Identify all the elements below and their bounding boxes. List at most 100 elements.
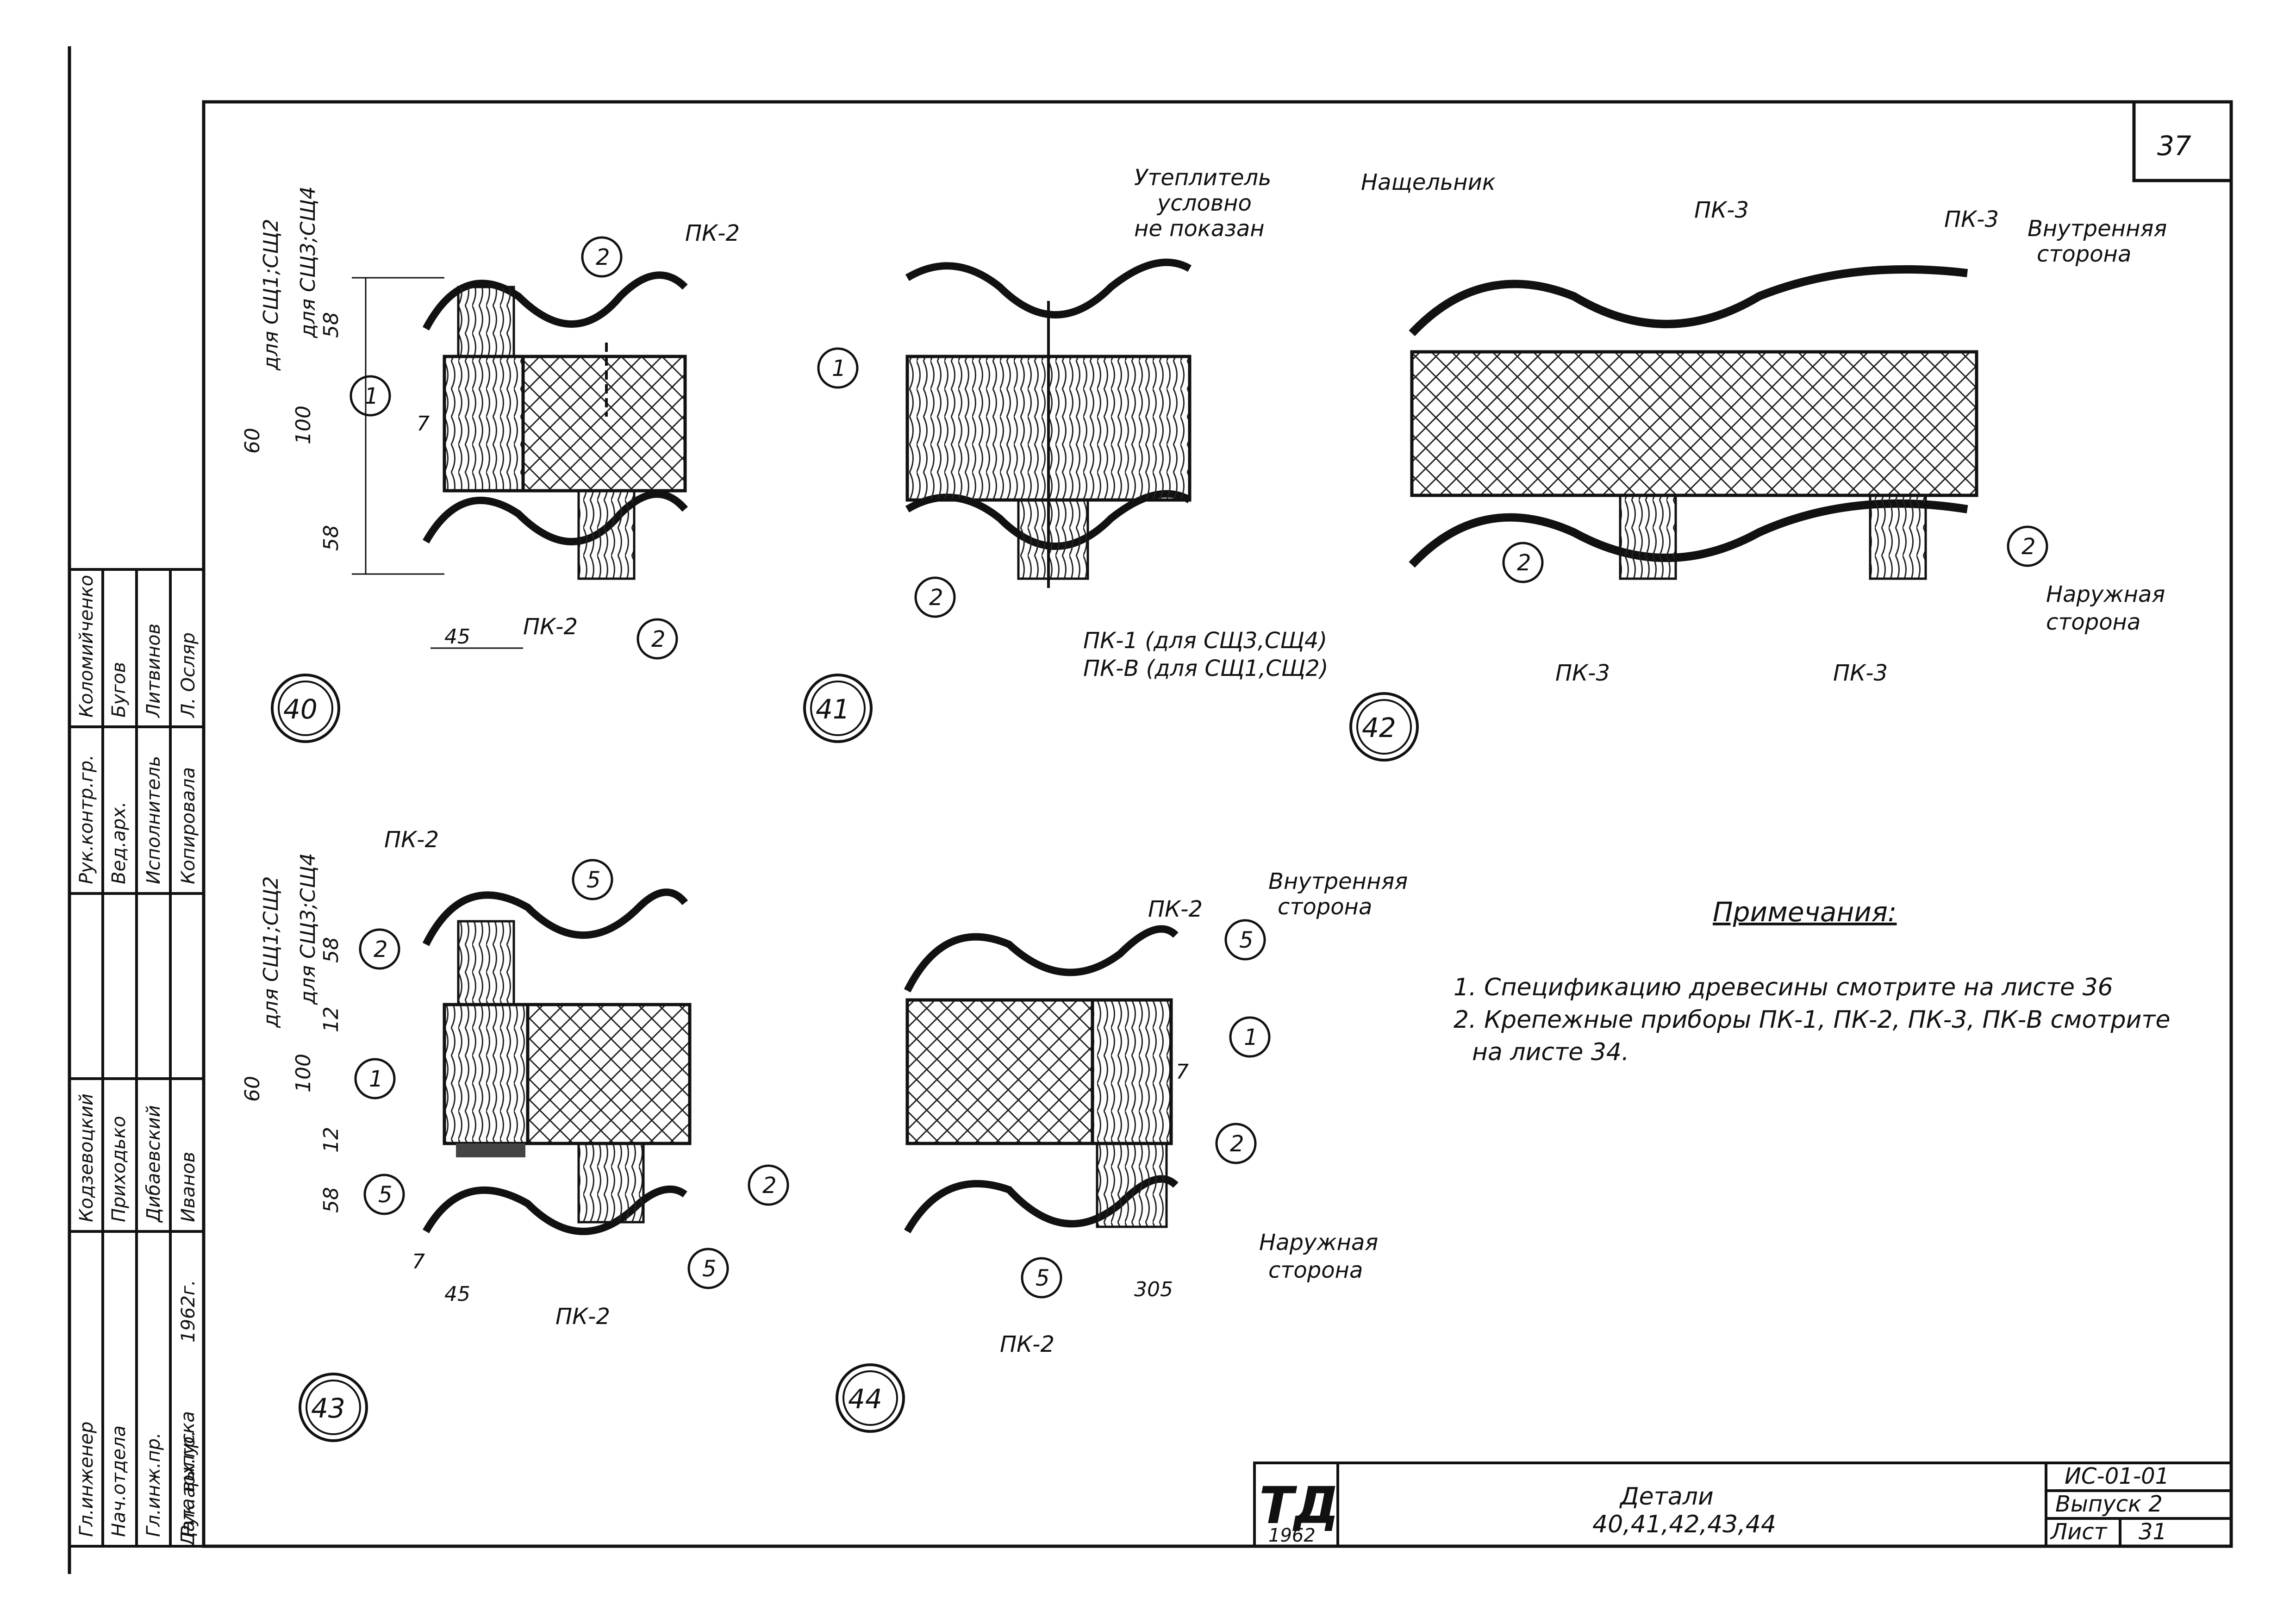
dim-7-43: 7 [412, 1250, 425, 1274]
note-2: 2. Крепежные приборы ПК-1, ПК-2, ПК-3, П… [1454, 1006, 2171, 1034]
insulation-note-2: условно [1156, 190, 1252, 216]
pk2-label-43a: ПК-2 [384, 827, 439, 853]
svg-text:2: 2 [374, 937, 388, 962]
detail-number-40: 40 [271, 674, 340, 743]
marker-2-41: 2 [914, 576, 956, 618]
pk2-label-40a: ПК-2 [685, 220, 740, 246]
marker-2-43b: 2 [748, 1164, 789, 1206]
dim-58-43b: 58 [319, 1187, 343, 1213]
outer-side-42a: Наружная [2046, 581, 2165, 607]
svg-text:Дата выпуска: Дата выпуска [177, 1411, 199, 1547]
svg-text:1: 1 [832, 356, 846, 381]
svg-text:Копировала: Копировала [178, 767, 199, 884]
sheet-frame [68, 46, 2233, 1574]
marker-5-43a: 5 [572, 859, 613, 900]
svg-text:1: 1 [369, 1066, 383, 1092]
svg-text:Л. Осляр: Л. Осляр [178, 632, 199, 718]
svg-text:2: 2 [596, 244, 610, 270]
svg-text:Рук.арх.гр.: Рук.арх.гр. [178, 1430, 199, 1537]
marker-5-44a: 5 [1224, 919, 1266, 961]
inner-side-44a: Внутренняя [1268, 868, 1408, 894]
dim-12-43a: 12 [319, 1006, 343, 1032]
svg-text:Приходько: Приходько [108, 1116, 130, 1222]
title-name: Детали [1619, 1483, 1714, 1511]
marker-2-40b: 2 [636, 618, 678, 660]
outer-side-44b: сторона [1268, 1257, 1363, 1283]
dim-58-40a: 58 [319, 312, 343, 338]
for-sch12-40: для СЩ1;СЩ2 [259, 219, 283, 371]
detail-number-43: 43 [299, 1373, 368, 1442]
dim-7-44: 7 [1176, 1060, 1189, 1084]
svg-text:Нач.отдела: Нач.отдела [108, 1425, 130, 1537]
marker-5-44b: 5 [1021, 1257, 1062, 1299]
svg-text:5: 5 [1036, 1265, 1050, 1291]
pk3-label-c: ПК-3 [1555, 660, 1610, 686]
svg-text:2: 2 [1230, 1131, 1244, 1157]
approval-stamp: Гл.инженер Нач.отдела Гл.инж.пр. Рук.арх… [68, 568, 205, 1548]
svg-text:2: 2 [1517, 550, 1531, 576]
dim-7-40: 7 [417, 412, 430, 436]
marker-2-42b: 2 [2007, 525, 2048, 567]
pk1-label: ПК-1 (для СЩ3,СЩ4) [1083, 628, 1327, 654]
logo: ТД [1259, 1476, 1339, 1535]
dim-45-43: 45 [444, 1282, 470, 1306]
dim-60-43: 60 [241, 1076, 264, 1102]
svg-text:5: 5 [378, 1182, 393, 1208]
svg-text:Исполнитель: Исполнитель [143, 756, 164, 884]
svg-text:42: 42 [1362, 712, 1396, 743]
svg-text:41: 41 [816, 693, 850, 725]
svg-text:1: 1 [1244, 1024, 1258, 1050]
detail-41 [905, 258, 1192, 588]
svg-text:5: 5 [1239, 927, 1254, 953]
inner-side-42b: сторона [2037, 241, 2131, 267]
svg-text:Бугов: Бугов [108, 662, 130, 718]
svg-text:40: 40 [283, 693, 318, 725]
dim-60-40: 60 [241, 428, 264, 454]
for-sch34-40: для СЩ3;СЩ4 [296, 186, 320, 338]
svg-text:2: 2 [2021, 534, 2036, 560]
marker-2-43a: 2 [359, 928, 400, 970]
pkb-label: ПК-В (для СЩ1,СЩ2) [1083, 656, 1329, 681]
marker-1-43: 1 [354, 1058, 396, 1099]
detail-42 [1409, 265, 1978, 580]
svg-text:2: 2 [762, 1173, 777, 1199]
detail-number-42: 42 [1349, 692, 1419, 762]
dim-305-44: 305 [1134, 1278, 1173, 1301]
insulation-note-3: не показан [1134, 216, 1265, 242]
svg-text:Рук.контр.гр.: Рук.контр.гр. [76, 755, 97, 884]
note-1: 1. Спецификацию древесины смотрите на ли… [1454, 974, 2113, 1001]
svg-text:Кодзевоцкий: Кодзевоцкий [76, 1093, 97, 1222]
outer-side-44a: Наружная [1259, 1230, 1378, 1255]
insulation-note-1: Утеплитель [1134, 165, 1271, 191]
pk2-label-44b: ПК-2 [1000, 1331, 1054, 1357]
svg-text:43: 43 [311, 1393, 345, 1424]
title-details: 40,41,42,43,44 [1592, 1511, 1776, 1538]
svg-text:Литвинов: Литвинов [143, 624, 164, 718]
detail-number-44: 44 [836, 1363, 905, 1433]
for-sch34-43: для СЩ3;СЩ4 [296, 853, 320, 1005]
marker-1-41: 1 [817, 347, 859, 389]
pk2-label-43b: ПК-2 [555, 1304, 610, 1330]
for-sch12-43: для СЩ1;СЩ2 [259, 876, 283, 1028]
note-2-cont: на листе 34. [1472, 1038, 1629, 1066]
detail-43 [422, 888, 692, 1235]
notes-heading: Примечания: [1713, 896, 1897, 928]
inner-side-44b: сторона [1278, 894, 1372, 920]
title-sheet-label: Лист [2050, 1519, 2108, 1545]
inner-side-42a: Внутренняя [2028, 216, 2167, 242]
marker-1-44: 1 [1229, 1016, 1271, 1058]
detail-44 [904, 925, 1179, 1233]
marker-1-40: 1 [349, 375, 391, 417]
pk3-label-a: ПК-3 [1694, 197, 1749, 223]
nashchelnik-label: Нащельник [1361, 169, 1496, 195]
pk3-label-d: ПК-3 [1833, 660, 1888, 686]
svg-text:Коломийченко: Коломийченко [76, 575, 97, 718]
svg-text:5: 5 [586, 867, 601, 893]
title-sheet-number: 31 [2139, 1519, 2167, 1545]
svg-text:2: 2 [651, 626, 666, 652]
marker-2-42a: 2 [1502, 542, 1544, 583]
dim-58-40b: 58 [319, 525, 343, 551]
title-issue: Выпуск 2 [2055, 1491, 2163, 1517]
svg-text:Дибаевский: Дибаевский [143, 1105, 164, 1223]
